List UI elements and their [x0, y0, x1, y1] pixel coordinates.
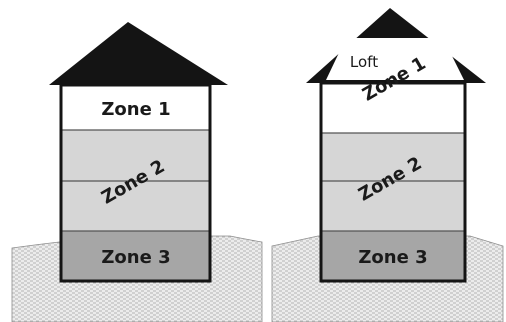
left-house: Zone 1 Zone 2 Zone 3 — [11, 22, 263, 322]
right-house-outline — [319, 81, 467, 283]
right-zone2-band-bottom — [321, 181, 465, 231]
right-zone2-band-top — [321, 133, 465, 181]
left-zone2-band-bottom — [61, 181, 210, 231]
right-loft-band — [326, 38, 464, 80]
left-house-outline — [59, 83, 212, 283]
right-zone1-band — [321, 83, 465, 133]
left-zone3-label: Zone 3 — [101, 247, 170, 268]
left-zone1-band — [61, 85, 210, 130]
right-zone3-label: Zone 3 — [358, 247, 427, 268]
left-roof — [49, 22, 228, 85]
left-zone1-label: Zone 1 — [101, 99, 170, 120]
right-house: Loft Zone 1 Zone 2 Zone 3 — [271, 8, 504, 322]
right-zone3-band — [321, 231, 465, 281]
left-zone2-band-top — [61, 130, 210, 181]
left-zone3-band — [61, 231, 210, 281]
right-loft-label: Loft — [350, 53, 378, 71]
